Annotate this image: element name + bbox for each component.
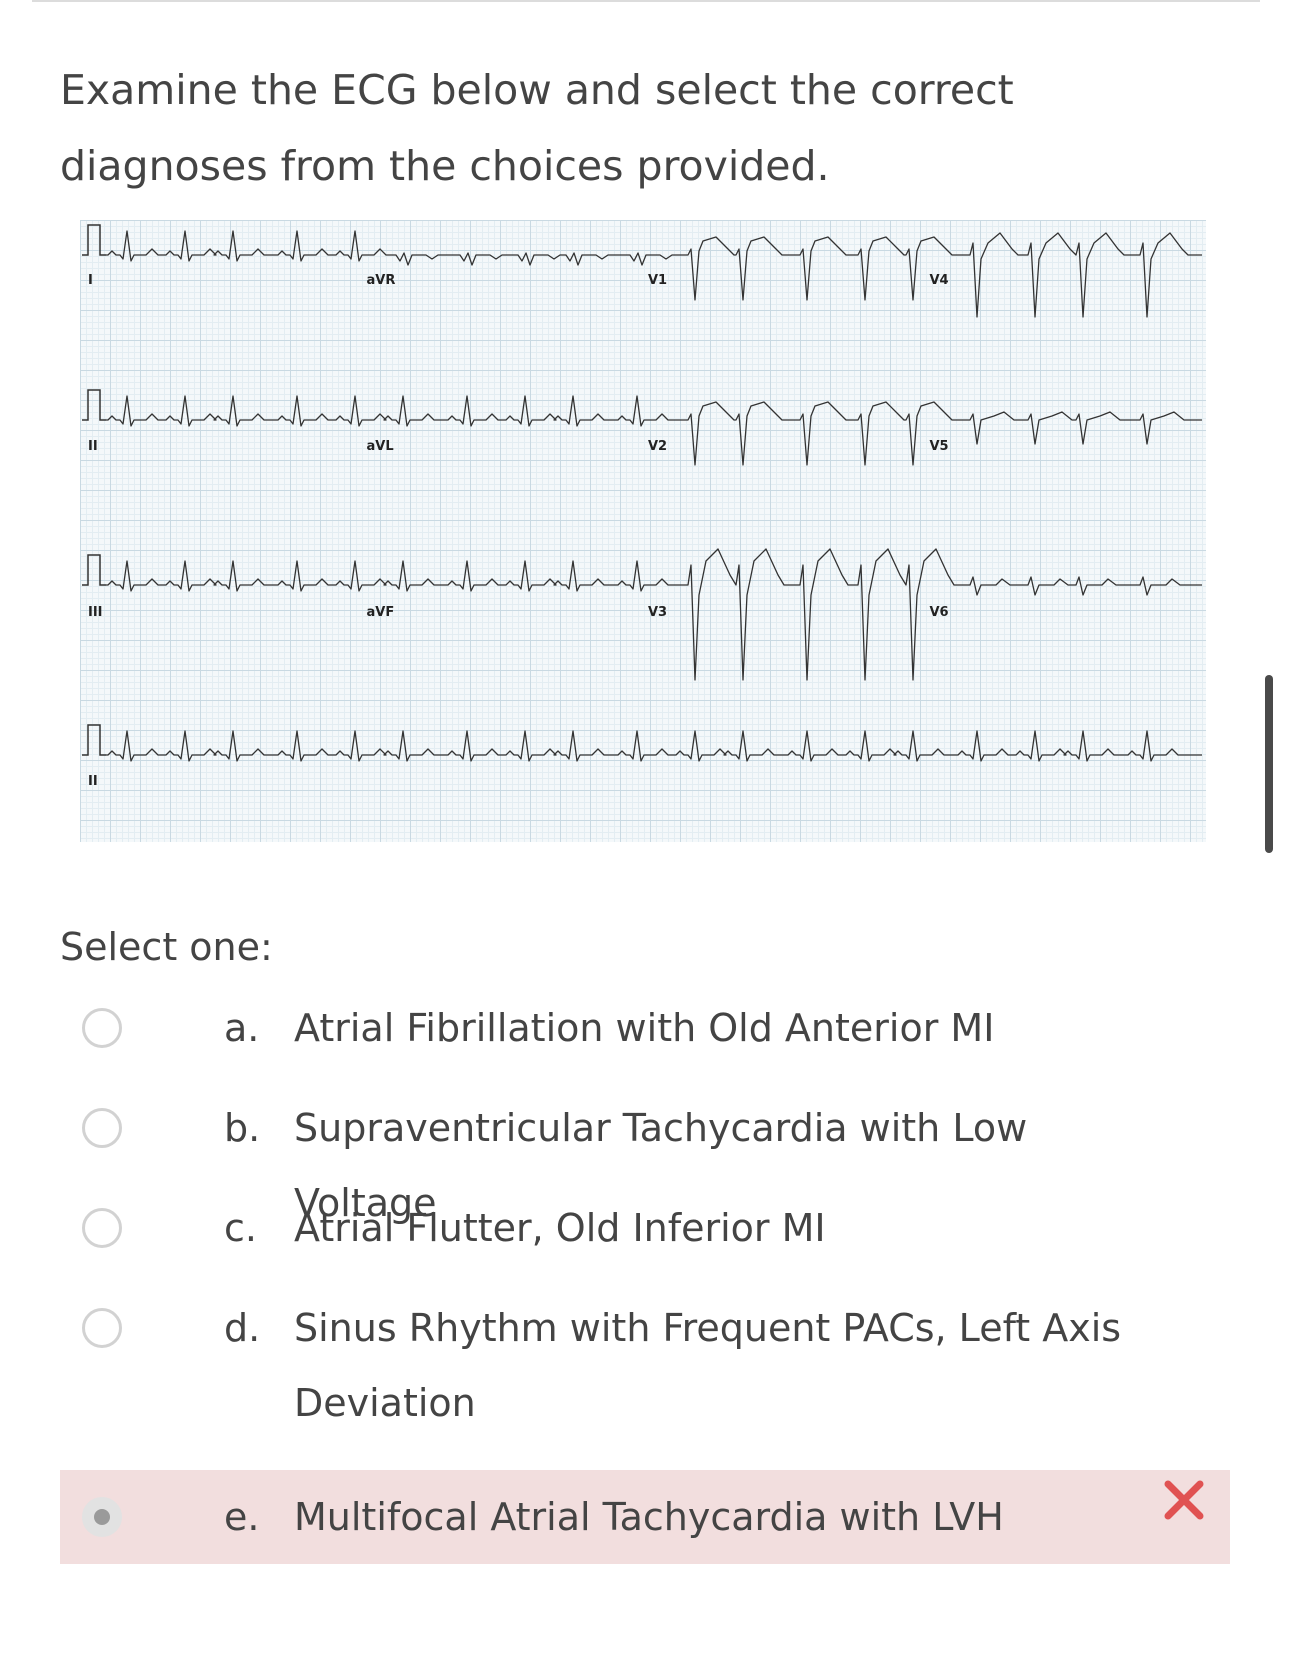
option-a[interactable]: a. Atrial Fibrillation with Old Anterior…	[60, 990, 1230, 1090]
ecg-lead-label: aVL	[367, 439, 394, 454]
ecg-lead-trace	[106, 395, 1202, 466]
option-c[interactable]: c. Atrial Flutter, Old Inferior MI	[60, 1190, 1230, 1290]
calibration-pulse	[82, 224, 106, 256]
option-letter: e.	[224, 1495, 260, 1539]
page-scrollbar[interactable]	[1265, 675, 1273, 853]
radio-circle-icon[interactable]	[82, 1208, 122, 1248]
close-x-icon	[1164, 1480, 1204, 1520]
question-text: Examine the ECG below and select the cor…	[60, 66, 1014, 190]
radio-circle-icon[interactable]	[82, 1497, 122, 1537]
ecg-lead-label: aVF	[367, 605, 395, 620]
answer-options: a. Atrial Fibrillation with Old Anterior…	[60, 990, 1230, 1564]
ecg-lead-label: III	[88, 605, 103, 620]
ecg-lead-label: V5	[930, 439, 949, 454]
select-one-prompt: Select one:	[60, 925, 273, 969]
top-divider	[32, 0, 1260, 2]
option-b[interactable]: b. Supraventricular Tachycardia with Low…	[60, 1090, 1230, 1225]
ecg-lead-label: V2	[648, 439, 667, 454]
option-d[interactable]: d. Sinus Rhythm with Frequent PACs, Left…	[60, 1290, 1230, 1470]
ecg-lead-label: II	[88, 439, 98, 454]
calibration-pulse	[82, 554, 106, 586]
option-label: Supraventricular Tachycardia with Low Vo…	[294, 1106, 1028, 1225]
option-label: Atrial Fibrillation with Old Anterior MI	[294, 1006, 995, 1050]
ecg-lead-label: V4	[930, 273, 949, 288]
option-e[interactable]: e. Multifocal Atrial Tachycardia with LV…	[60, 1470, 1230, 1564]
ecg-lead-label: II	[88, 774, 98, 789]
radio-circle-icon[interactable]	[82, 1308, 122, 1348]
option-letter: d.	[224, 1306, 261, 1350]
option-label: Sinus Rhythm with Frequent PACs, Left Ax…	[294, 1306, 1122, 1425]
calibration-pulse	[82, 724, 106, 756]
ecg-lead-label: V1	[648, 273, 667, 288]
option-letter: a.	[224, 1006, 260, 1050]
ecg-lead-label: V3	[648, 605, 667, 620]
radio-circle-icon[interactable]	[82, 1008, 122, 1048]
option-letter: b.	[224, 1106, 261, 1150]
calibration-pulse	[82, 389, 106, 421]
ecg-lead-label: I	[88, 273, 93, 288]
option-letter: c.	[224, 1206, 257, 1250]
option-label: Multifocal Atrial Tachycardia with LVH	[294, 1495, 1004, 1539]
ecg-lead-label: aVR	[367, 273, 396, 288]
radio-circle-icon[interactable]	[82, 1108, 122, 1148]
ecg-lead-trace	[106, 730, 1202, 762]
ecg-lead-label: V6	[930, 605, 949, 620]
ecg-lead-trace	[106, 548, 1202, 681]
option-label: Atrial Flutter, Old Inferior MI	[294, 1206, 826, 1250]
ecg-lead-trace	[106, 230, 1202, 318]
